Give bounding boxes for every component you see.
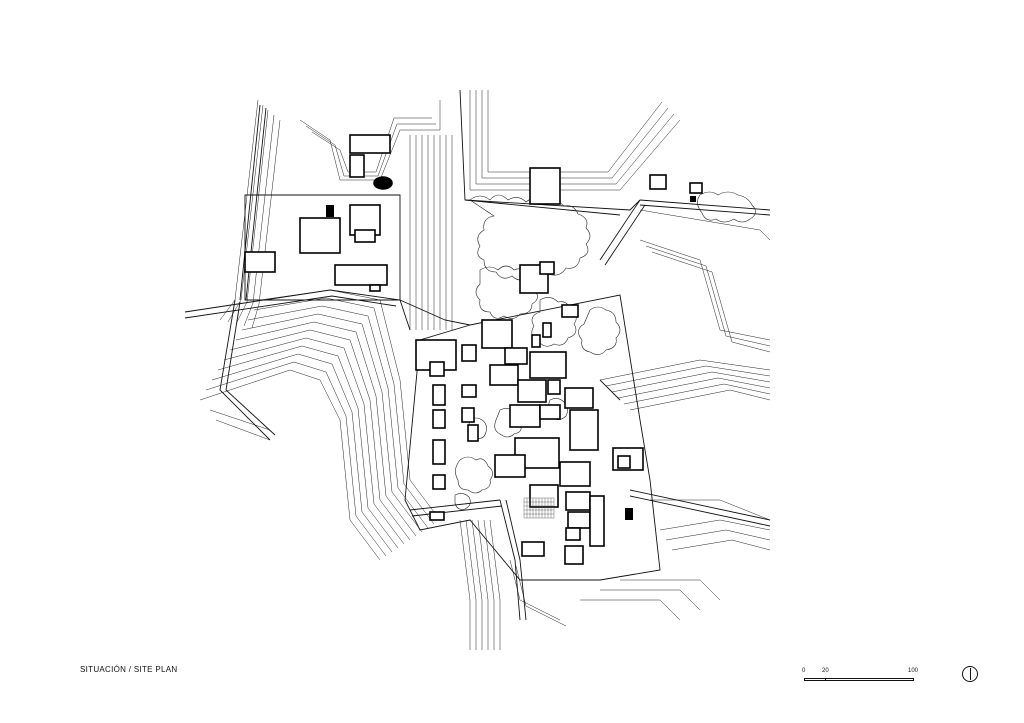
- scale-label-100: 100: [908, 668, 919, 674]
- buildings: [244, 134, 703, 565]
- scale-bar: 0 20 100: [800, 668, 920, 686]
- drawing-title: SITUACIÓN / SITE PLAN: [80, 665, 178, 674]
- north-arrow-icon: [962, 666, 978, 682]
- plaza-grid: [523, 497, 555, 519]
- scale-bar-segment: [804, 678, 826, 681]
- roads: [184, 89, 771, 621]
- scale-label-0: 0: [802, 668, 806, 674]
- contour-lines: [199, 90, 771, 650]
- scale-label-20: 20: [822, 668, 829, 674]
- scale-bar-line: [804, 678, 914, 681]
